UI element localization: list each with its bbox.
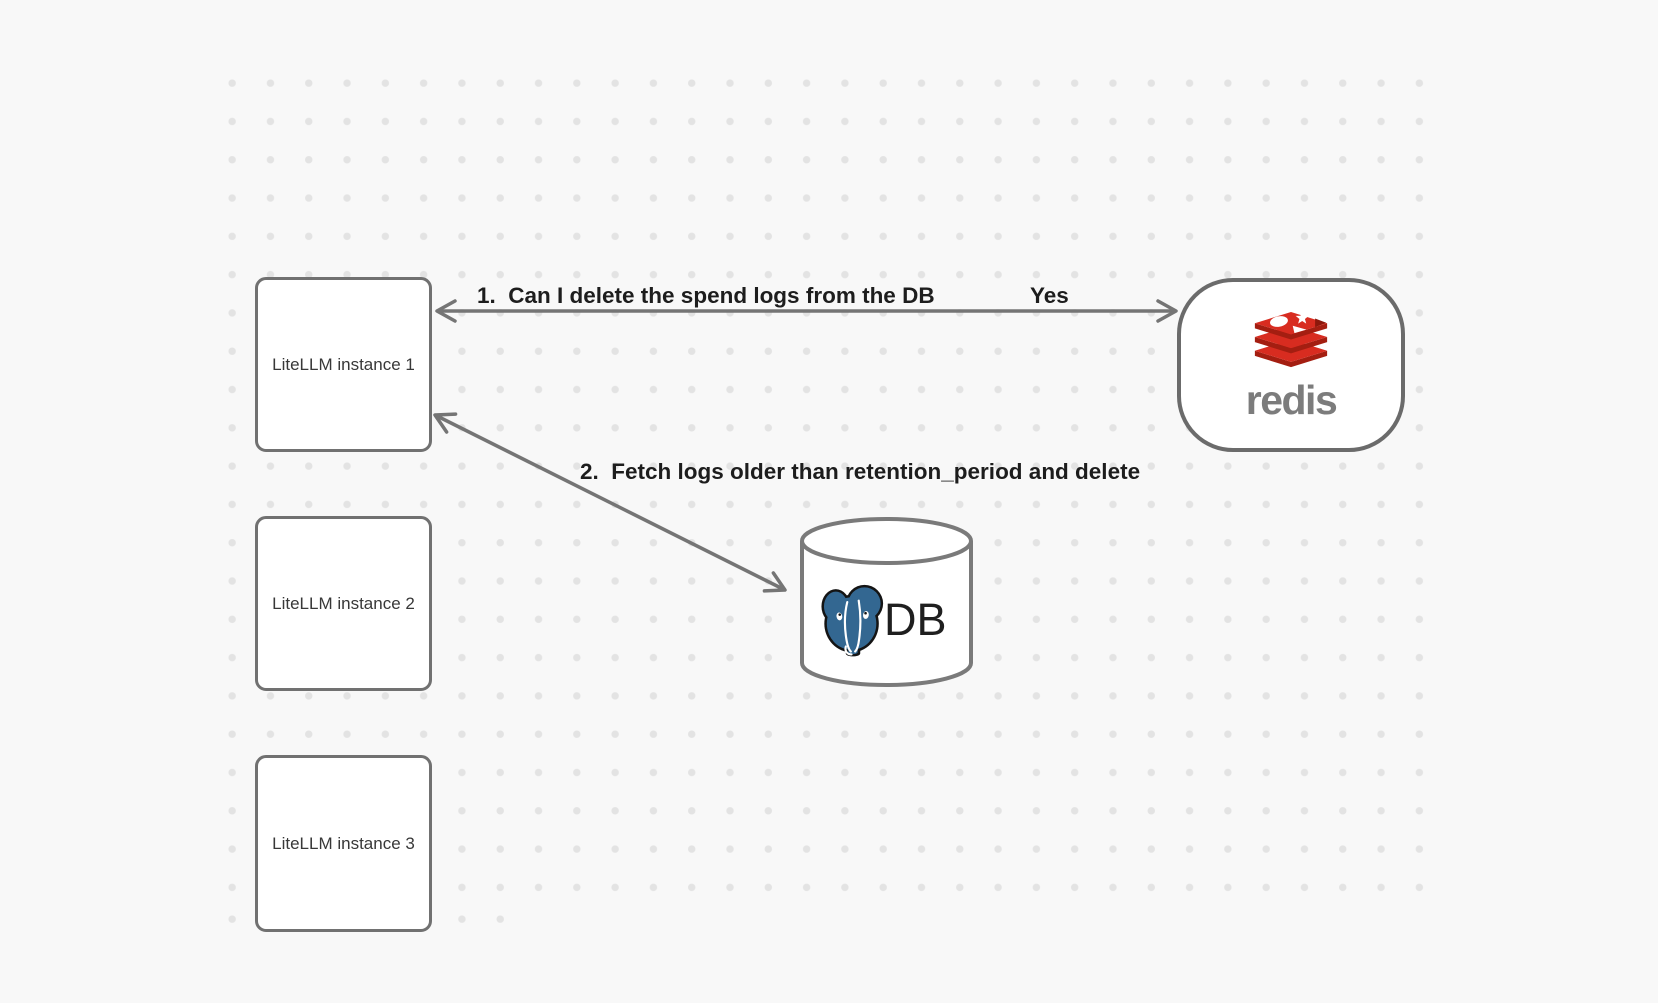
arrow-1-label[interactable]: 1. Can I delete the spend logs from the … [477,283,935,308]
node-litellm-instance-2[interactable]: LiteLLM instance 2 [255,516,432,691]
node-redis[interactable]: redis [1177,278,1405,452]
node-label: LiteLLM instance 2 [272,593,415,613]
db-node-label: DB [884,594,947,645]
arrow-litellm-db[interactable] [433,412,787,593]
postgresql-elephant-icon [817,582,889,663]
redis-stack-icon [1248,311,1334,379]
redis-wordmark: redis [1245,377,1338,423]
node-label: LiteLLM instance 3 [272,833,415,853]
arrow-2-label[interactable]: 2. Fetch logs older than retention_perio… [580,459,1141,484]
arrow-1-response-label[interactable]: Yes [1030,283,1069,308]
node-litellm-instance-3[interactable]: LiteLLM instance 3 [255,755,432,932]
node-label: LiteLLM instance 1 [272,354,415,374]
node-litellm-instance-1[interactable]: LiteLLM instance 1 [255,277,432,452]
